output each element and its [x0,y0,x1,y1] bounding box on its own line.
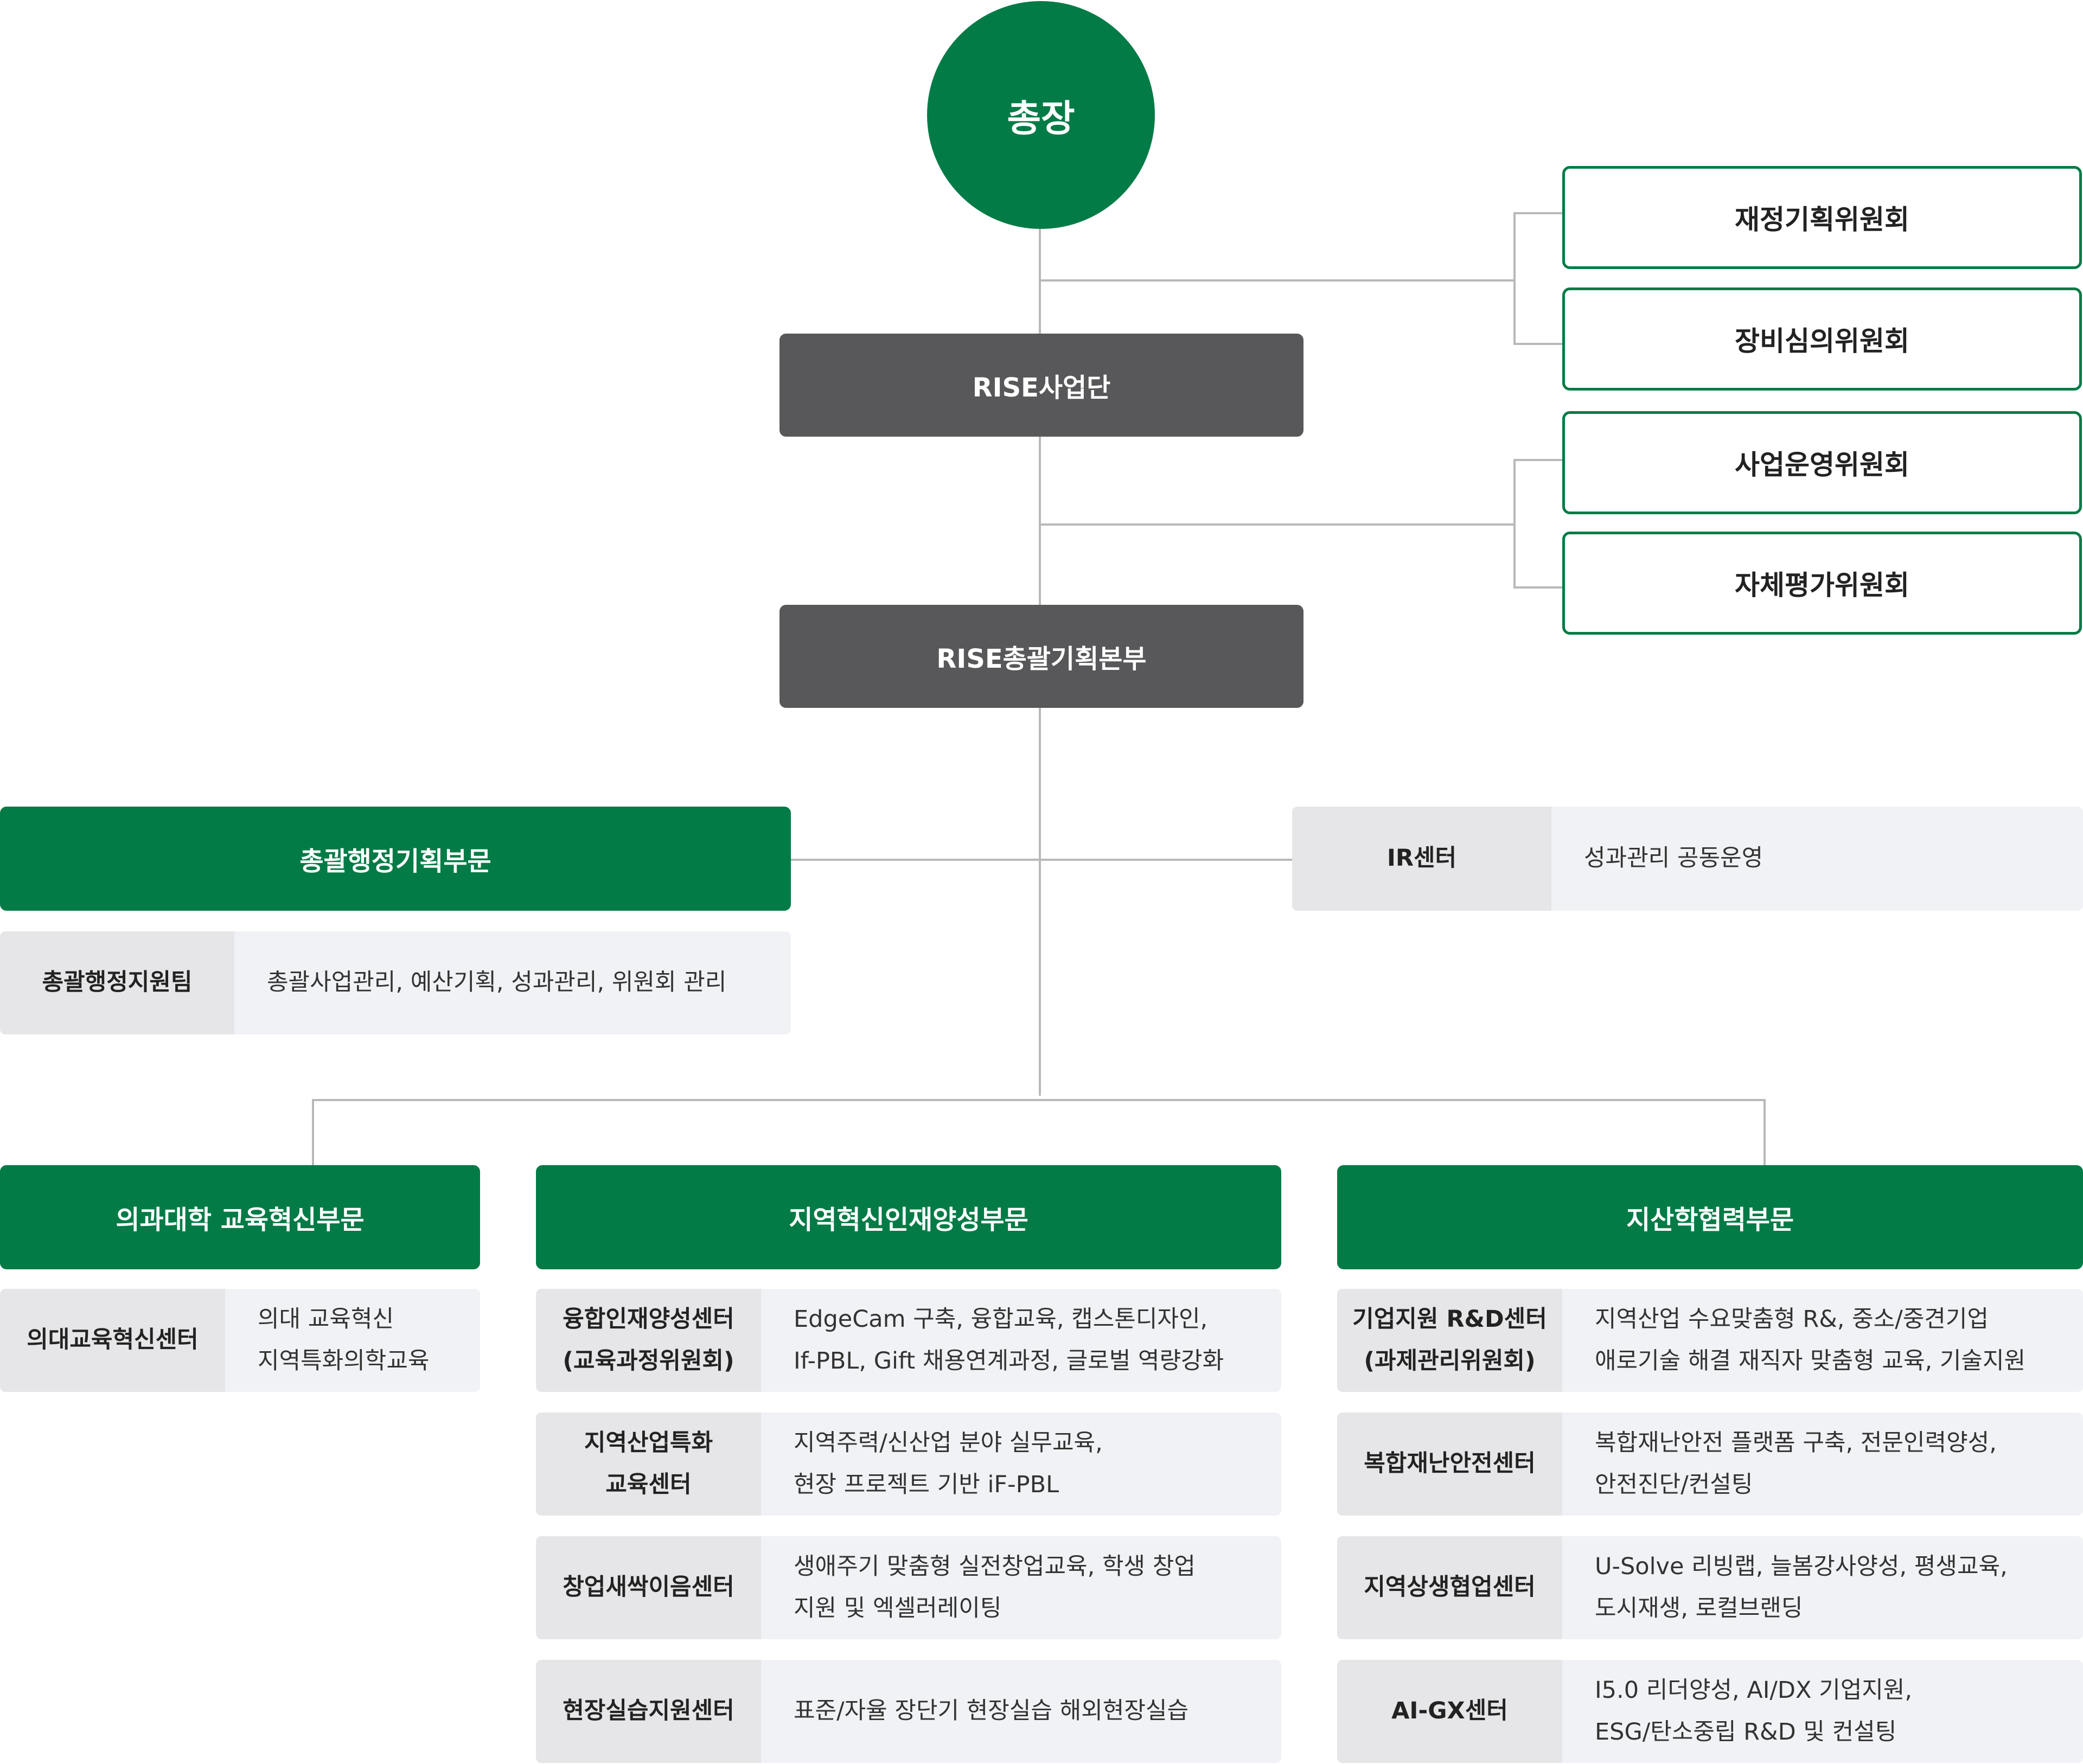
industry-center-label: 복합재난안전센터 [1337,1413,1562,1516]
center-desc-line: 지역산업 수요맞춤형 R&, 중소/중견기업 [1595,1305,1989,1333]
regional-center-label: 현장실습지원센터 [536,1660,761,1763]
industry-center-label: AI-GX센터 [1337,1660,1562,1763]
center-desc-line: 현장 프로젝트 기반 iF-PBL [794,1471,1059,1498]
medical-center-row: 의대교육혁신센터 의대 교육혁신 지역특화의학교육 [0,1289,480,1392]
center-desc-line: 안전진단/컨설팅 [1595,1471,1753,1498]
center-desc-line: 총괄사업관리, 예산기획, 성과관리, 위원회 관리 [267,969,727,996]
rise-hq-box: RISE총괄기획본부 [779,605,1304,708]
center-desc-line: 복합재난안전 플랫폼 구축, 전문인력양성, [1595,1429,1997,1456]
center-name: (과제관리위원회) [1364,1347,1536,1375]
regional-center-label: 창업새싹이음센터 [536,1536,761,1639]
center-desc-line: 표준/자율 장단기 현장실습 해외현장실습 [794,1697,1189,1725]
center-desc-line: 생애주기 맞춤형 실전창업교육, 학생 창업 [794,1552,1196,1580]
admin-team-row: 총괄행정지원팀 총괄사업관리, 예산기획, 성과관리, 위원회 관리 [0,931,791,1034]
center-name: 교육센터 [605,1471,692,1498]
center-desc-line: 지역주력/신산업 분야 실무교육, [794,1429,1103,1456]
center-desc-line: 성과관리 공동운영 [1584,845,1763,872]
center-desc-line: 지원 및 엑셀러레이팅 [794,1595,1002,1622]
medical-division-box: 의과대학 교육혁신부문 [0,1165,480,1269]
center-name: 의대교육혁신센터 [27,1326,199,1354]
industry-center-desc: I5.0 리더양성, AI/DX 기업지원, ESG/탄소중립 R&D 및 컨설… [1562,1660,2083,1763]
rise-group-box: RISE사업단 [779,334,1304,437]
admin-division-label: 총괄행정기획부문 [299,846,491,877]
center-desc-line: 의대 교육혁신 [258,1305,394,1333]
industry-center-desc: 지역산업 수요맞춤형 R&, 중소/중견기업 애로기술 해결 재직자 맞춤형 교… [1562,1289,2083,1392]
center-desc-line: I5.0 리더양성, AI/DX 기업지원, [1595,1676,1913,1704]
regional-center-row: 지역산업특화 교육센터 지역주력/신산업 분야 실무교육, 현장 프로젝트 기반… [536,1413,1281,1516]
regional-center-row: 융합인재양성센터 (교육과정위원회) EdgeCam 구축, 융합교육, 캡스톤… [536,1289,1281,1392]
industry-center-row: AI-GX센터 I5.0 리더양성, AI/DX 기업지원, ESG/탄소중립 … [1337,1660,2083,1763]
regional-center-label: 융합인재양성센터 (교육과정위원회) [536,1289,761,1392]
center-desc-line: ESG/탄소중립 R&D 및 컨설팅 [1595,1718,1897,1746]
industry-center-row: 지역상생협업센터 U-Solve 리빙랩, 늘봄강사양성, 평생교육, 도시재생… [1337,1536,2083,1639]
center-desc-line: EdgeCam 구축, 융합교육, 캡스톤디자인, [794,1305,1208,1333]
center-desc-line: If-PBL, Gift 채용연계과정, 글로벌 역량강화 [794,1347,1224,1375]
center-desc-line: 애로기술 해결 재직자 맞춤형 교육, 기술지원 [1595,1347,2026,1375]
center-name: (교육과정위원회) [563,1347,734,1375]
center-name: 지역산업특화 [584,1429,713,1456]
industry-division-box: 지산학협력부문 [1337,1165,2083,1269]
center-name: 기업지원 R&D센터 [1352,1305,1547,1333]
industry-center-desc: U-Solve 리빙랩, 늘봄강사양성, 평생교육, 도시재생, 로컬브랜딩 [1562,1536,2083,1639]
center-desc-line: U-Solve 리빙랩, 늘봄강사양성, 평생교육, [1595,1552,2008,1580]
regional-center-row: 현장실습지원센터 표준/자율 장단기 현장실습 해외현장실습 [536,1660,1281,1763]
president-node: 총장 [927,1,1155,229]
center-name: 융합인재양성센터 [563,1305,734,1333]
center-name: 현장실습지원센터 [563,1697,734,1725]
industry-center-label: 기업지원 R&D센터 (과제관리위원회) [1337,1289,1562,1392]
ir-center-desc: 성과관리 공동운영 [1551,807,2083,911]
committee-self-evaluation: 자체평가위원회 [1562,532,2082,635]
regional-division-label: 지역혁신인재양성부문 [789,1205,1028,1235]
committee-label: 재정기획위원회 [1735,204,1909,235]
regional-division-box: 지역혁신인재양성부문 [536,1165,1281,1269]
regional-center-desc: 지역주력/신산업 분야 실무교육, 현장 프로젝트 기반 iF-PBL [761,1413,1281,1516]
industry-division-label: 지산학협력부문 [1626,1205,1794,1235]
admin-team-label: 총괄행정지원팀 [0,931,234,1034]
industry-center-row: 기업지원 R&D센터 (과제관리위원회) 지역산업 수요맞춤형 R&, 중소/중… [1337,1289,2083,1392]
ir-center-label: IR센터 [1292,807,1551,911]
committee-label: 장비심의위원회 [1735,325,1909,357]
center-desc-line: 도시재생, 로컬브랜딩 [1595,1595,1803,1622]
center-desc-line: 지역특화의학교육 [258,1347,430,1375]
admin-team-desc: 총괄사업관리, 예산기획, 성과관리, 위원회 관리 [234,931,791,1034]
committee-operation: 사업운영위원회 [1562,411,2082,514]
rise-group-label: RISE사업단 [972,373,1111,403]
rise-hq-label: RISE총괄기획본부 [936,644,1147,674]
admin-division-box: 총괄행정기획부문 [0,807,791,911]
regional-center-row: 창업새싹이음센터 생애주기 맞춤형 실전창업교육, 학생 창업 지원 및 엑셀러… [536,1536,1281,1639]
medical-center-desc: 의대 교육혁신 지역특화의학교육 [225,1289,480,1392]
center-name: 복합재난안전센터 [1364,1450,1536,1478]
committee-equipment: 장비심의위원회 [1562,287,2082,391]
regional-center-desc: 생애주기 맞춤형 실전창업교육, 학생 창업 지원 및 엑셀러레이팅 [761,1536,1281,1639]
medical-center-label: 의대교육혁신센터 [0,1289,225,1392]
center-name: AI-GX센터 [1391,1697,1508,1725]
industry-center-desc: 복합재난안전 플랫폼 구축, 전문인력양성, 안전진단/컨설팅 [1562,1413,2083,1516]
committee-label: 자체평가위원회 [1735,570,1909,601]
industry-center-label: 지역상생협업센터 [1337,1536,1562,1639]
committee-finance: 재정기획위원회 [1562,166,2082,269]
center-name: 지역상생협업센터 [1364,1574,1536,1601]
committee-label: 사업운영위원회 [1735,449,1909,481]
medical-division-label: 의과대학 교육혁신부문 [116,1205,365,1235]
ir-center-row: IR센터 성과관리 공동운영 [1292,807,2083,911]
center-name: IR센터 [1386,845,1457,872]
regional-center-label: 지역산업특화 교육센터 [536,1413,761,1516]
regional-center-desc: EdgeCam 구축, 융합교육, 캡스톤디자인, If-PBL, Gift 채… [761,1289,1281,1392]
center-name: 총괄행정지원팀 [42,969,193,996]
industry-center-row: 복합재난안전센터 복합재난안전 플랫폼 구축, 전문인력양성, 안전진단/컨설팅 [1337,1413,2083,1516]
president-label: 총장 [1007,97,1075,140]
center-name: 창업새싹이음센터 [563,1574,734,1601]
regional-center-desc: 표준/자율 장단기 현장실습 해외현장실습 [761,1660,1281,1763]
